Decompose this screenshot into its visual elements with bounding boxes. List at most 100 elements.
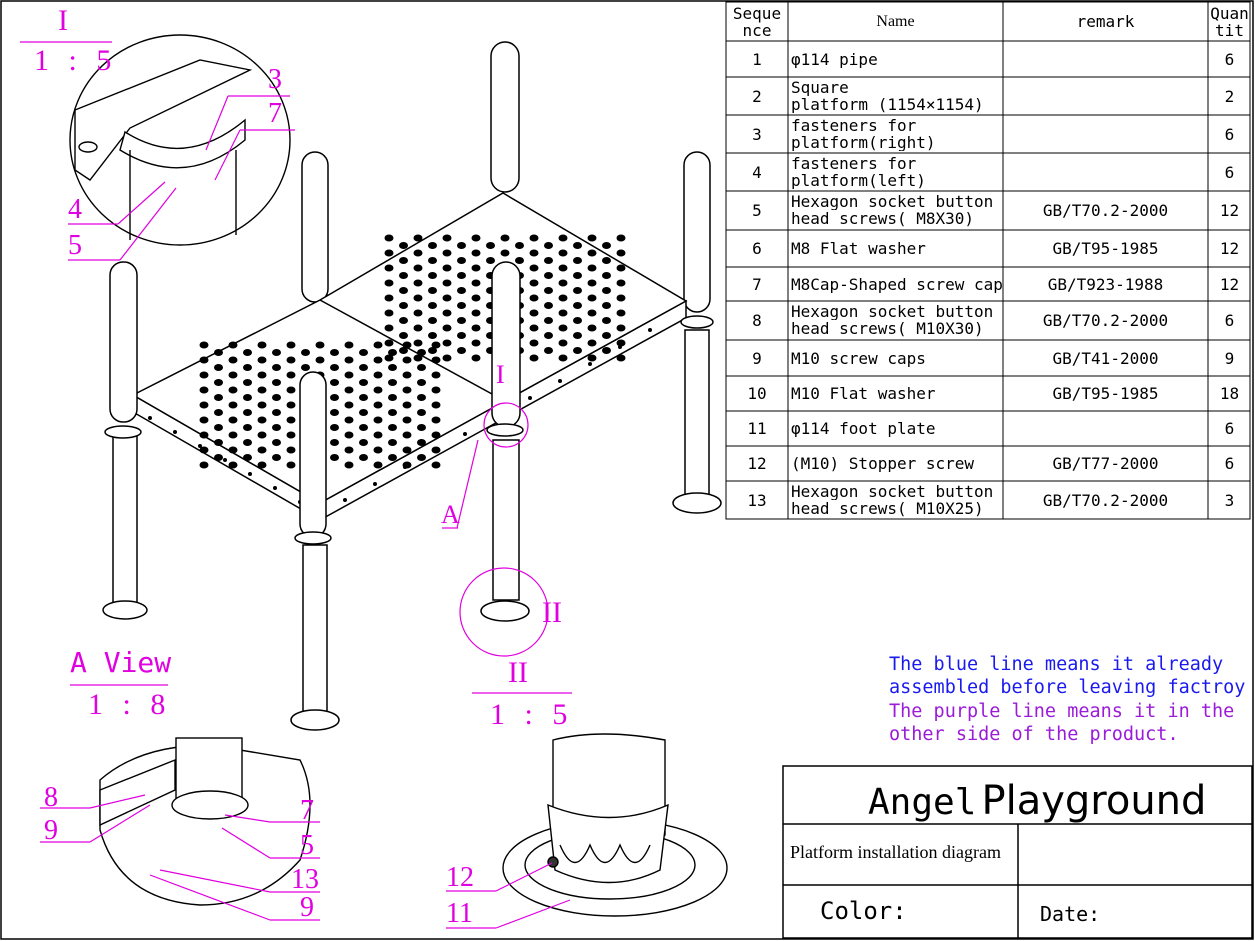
perforation-hole: [616, 339, 626, 347]
perforation-hole: [431, 341, 441, 349]
perforation-hole: [272, 424, 281, 431]
callout-7a: 7: [300, 795, 314, 826]
perforation-hole: [388, 409, 397, 416]
perforation-hole: [243, 454, 252, 461]
perforation-hole: [388, 394, 397, 401]
perforation-hole: [558, 339, 568, 347]
bom-name: Hexagon socket button: [791, 193, 994, 210]
perforation-hole: [428, 272, 437, 279]
perforation-hole: [388, 379, 397, 386]
perforation-hole: [199, 371, 209, 379]
perforation-hole: [529, 249, 539, 257]
perforation-hole: [286, 401, 296, 409]
perforation-hole: [344, 416, 354, 424]
bom-seq: 5: [752, 202, 762, 219]
perforation-hole: [272, 439, 281, 446]
perforation-hole: [301, 364, 310, 371]
perforation-hole: [399, 257, 408, 264]
perforation-hole: [471, 294, 481, 302]
perforation-hole: [344, 401, 354, 409]
perforation-hole: [587, 264, 597, 272]
bom-seq: 8: [752, 312, 762, 329]
perforation-hole: [529, 234, 539, 242]
perforation-hole: [384, 324, 394, 332]
perforation-hole: [529, 339, 539, 347]
perforation-hole: [457, 347, 466, 354]
perforation-hole: [428, 317, 437, 324]
callout-9a: 9: [44, 815, 58, 846]
post-front-right: [491, 261, 521, 428]
perforation-hole: [384, 249, 394, 257]
perforation-hole: [442, 279, 452, 287]
foot-plate-4: [672, 492, 722, 514]
perforation-hole: [384, 264, 394, 272]
perforation-hole: [616, 324, 626, 332]
perforation-hole: [602, 332, 611, 339]
perforation-hole: [471, 264, 481, 272]
perforation-hole: [573, 332, 582, 339]
bom-seq: 12: [747, 455, 767, 472]
detail-i-boundary: [69, 34, 291, 246]
view-a-bracket: [99, 758, 176, 827]
perforation-hole: [500, 234, 510, 242]
perforation-hole: [558, 354, 568, 362]
perforation-hole: [442, 309, 452, 317]
bom-qty: 6: [1224, 455, 1235, 472]
perforation-hole: [228, 341, 238, 349]
bom-seq: 13: [747, 491, 767, 509]
bom-name: Hexagon socket button: [791, 303, 994, 320]
perforation-hole: [544, 242, 553, 249]
perforation-hole: [587, 324, 597, 332]
bom-qty: 6: [1224, 312, 1235, 329]
bom-qty: 6: [1224, 50, 1235, 68]
bom-name: (M10) Stopper screw: [791, 455, 975, 472]
perforation-hole: [587, 249, 597, 257]
callout-4: 4: [68, 194, 82, 225]
bom-qty: 12: [1219, 275, 1240, 293]
perforation-hole: [272, 394, 281, 401]
perforation-hole: [344, 386, 354, 394]
perforation-hole: [402, 341, 412, 349]
perforation-hole: [417, 439, 426, 446]
perforation-hole: [243, 424, 252, 431]
perforation-hole: [442, 249, 452, 257]
callout-12: 12: [446, 862, 474, 893]
perforation-hole: [587, 339, 597, 347]
perforation-hole: [399, 287, 408, 294]
perforation-hole: [529, 324, 539, 332]
view-a: [99, 737, 311, 906]
perforation-hole: [384, 354, 394, 362]
perforation-hole: [616, 279, 626, 287]
perforation-hole: [428, 257, 437, 264]
perforation-hole: [442, 264, 452, 272]
header-qty: Quan tit: [1210, 5, 1249, 39]
perforation-hole: [471, 354, 481, 362]
perforation-hole: [315, 341, 325, 349]
perforation-hole: [330, 439, 339, 446]
bom-name: M10 Flat washer: [791, 385, 936, 402]
perforation-hole: [384, 339, 394, 347]
perforation-hole: [257, 461, 267, 469]
perforation-hole: [214, 409, 223, 416]
perforation-hole: [330, 379, 339, 386]
perforation-hole: [257, 416, 267, 424]
perforation-hole: [243, 379, 252, 386]
perforation-hole: [272, 409, 281, 416]
perforation-hole: [544, 347, 553, 354]
perforation-hole: [413, 294, 423, 302]
header-remark: remark: [1076, 13, 1135, 30]
perforation-hole: [431, 416, 441, 424]
perforation-hole: [344, 341, 354, 349]
perforation-hole: [417, 364, 426, 371]
perforation-hole: [442, 294, 452, 302]
perforation-hole: [471, 234, 481, 242]
perforation-hole: [402, 401, 412, 409]
perforation-hole: [544, 287, 553, 294]
perforation-hole: [199, 446, 209, 454]
perforation-hole: [388, 454, 397, 461]
perforation-hole: [486, 257, 495, 264]
leg-front-left: [112, 429, 138, 611]
callout-3: 3: [268, 64, 282, 95]
bom-seq: 7: [752, 275, 762, 293]
post-front-left: [109, 261, 138, 423]
